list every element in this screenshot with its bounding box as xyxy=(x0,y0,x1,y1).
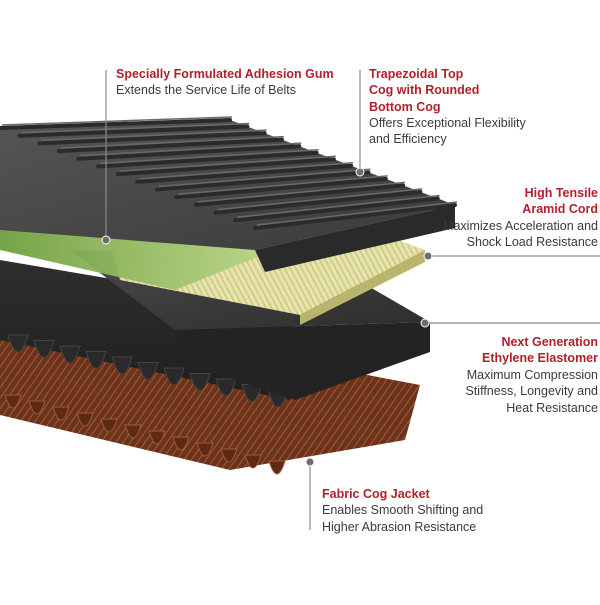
top-cog-rib xyxy=(194,183,406,207)
top-cog-rib-highlight xyxy=(21,122,250,134)
callout-trapezoidal-cog: Trapezoidal Top Cog with Rounded Bottom … xyxy=(369,66,559,148)
callout-cord-title: High Tensile Aramid Cord xyxy=(522,186,598,217)
elastomer-side-face xyxy=(175,322,430,400)
lower-cog-tooth xyxy=(111,356,133,375)
top-cog-rib xyxy=(174,176,388,200)
top-cog-rib xyxy=(154,170,371,192)
lower-cog-tooth xyxy=(137,362,159,380)
callout-adhesion-desc: Extends the Service Life of Belts xyxy=(116,83,296,98)
lower-cog-tooth xyxy=(59,345,81,364)
top-cog-rib-highlight xyxy=(139,162,354,180)
callout-cord-desc: Maximizes Acceleration and Shock Load Re… xyxy=(443,218,598,250)
lower-cog-tooth xyxy=(189,373,211,391)
callout-elastomer-desc: Maximum Compression Stiffness, Longevity… xyxy=(465,367,599,415)
fabric-cog-tooth xyxy=(4,394,22,409)
fabric-cog-tooth xyxy=(124,424,142,439)
top-cog-rib xyxy=(37,131,267,146)
leader-cord-dot xyxy=(423,251,433,261)
top-cog-rib-highlight xyxy=(1,116,233,126)
top-cog-rib xyxy=(17,124,250,138)
leader-adhesion-dot xyxy=(101,235,111,245)
callout-elastomer-title: Next Generation Ethylene Elastomer xyxy=(481,335,598,366)
top-cog-rib-highlight xyxy=(60,135,284,149)
leader-cog-dot xyxy=(355,167,365,177)
fabric-cog-tooth xyxy=(28,400,46,415)
lower-cog-tooth xyxy=(7,334,29,353)
top-cog-rib-highlight xyxy=(119,155,336,172)
callout-adhesion-gum: Specially Formulated Adhesion Gum Extend… xyxy=(116,66,346,99)
fabric-cog-tooth xyxy=(100,418,118,433)
top-cog-rib-highlight xyxy=(41,129,267,142)
top-cog-rib xyxy=(135,163,354,184)
fabric-cog-tooth xyxy=(196,442,214,457)
leader-elastomer-dot xyxy=(420,318,430,328)
lower-cog-tooth xyxy=(33,340,55,358)
callout-aramid-cord: High Tensile Aramid Cord Maximizes Accel… xyxy=(420,185,598,251)
callout-jacket-title: Fabric Cog Jacket xyxy=(322,487,430,501)
top-cog-rib-highlight xyxy=(256,201,458,226)
callout-ethylene-elastomer: Next Generation Ethylene Elastomer Maxim… xyxy=(440,334,599,416)
callout-jacket-desc: Enables Smooth Shifting and Higher Abras… xyxy=(322,503,484,534)
lower-cog-tooth xyxy=(85,351,107,369)
fabric-cog-tooth xyxy=(268,460,286,475)
top-cog-side xyxy=(255,205,455,272)
top-cog-rib-highlight xyxy=(100,148,319,165)
fabric-cog-tooth xyxy=(220,448,238,463)
lower-cog-tooth xyxy=(163,367,185,386)
top-cog-rib xyxy=(213,189,423,215)
callout-cog-desc: Offers Exceptional Flexibility and Effic… xyxy=(369,115,526,147)
leader-jacket-dot xyxy=(305,457,315,467)
fabric-cog-tooth xyxy=(172,436,190,451)
top-cog-rib-highlight xyxy=(217,188,423,211)
top-cog-rib xyxy=(96,150,319,169)
top-cog-rib xyxy=(0,118,232,130)
callout-cog-title: Trapezoidal Top Cog with Rounded Bottom … xyxy=(369,67,480,114)
callout-adhesion-title: Specially Formulated Adhesion Gum xyxy=(116,67,334,81)
top-cog-rib-highlight xyxy=(80,142,302,157)
fabric-cog-tooth xyxy=(52,406,70,421)
top-cog-rib xyxy=(233,196,440,223)
aramid-cord-edge xyxy=(300,250,425,325)
top-cog-rib xyxy=(76,144,302,161)
fabric-cog-tooth xyxy=(244,454,262,469)
top-cog-rib xyxy=(115,157,336,177)
top-cog-rib-highlight xyxy=(178,175,388,195)
top-cog-rib-highlight xyxy=(198,181,406,203)
callout-fabric-cog-jacket: Fabric Cog Jacket Enables Smooth Shiftin… xyxy=(322,486,552,535)
top-cog-rib-highlight xyxy=(237,194,440,219)
top-cog-rib xyxy=(253,203,457,230)
fabric-cog-tooth xyxy=(76,412,94,427)
top-cog-rib xyxy=(56,137,284,154)
top-cog-rib-highlight xyxy=(158,168,371,188)
fabric-cog-tooth xyxy=(148,430,166,445)
